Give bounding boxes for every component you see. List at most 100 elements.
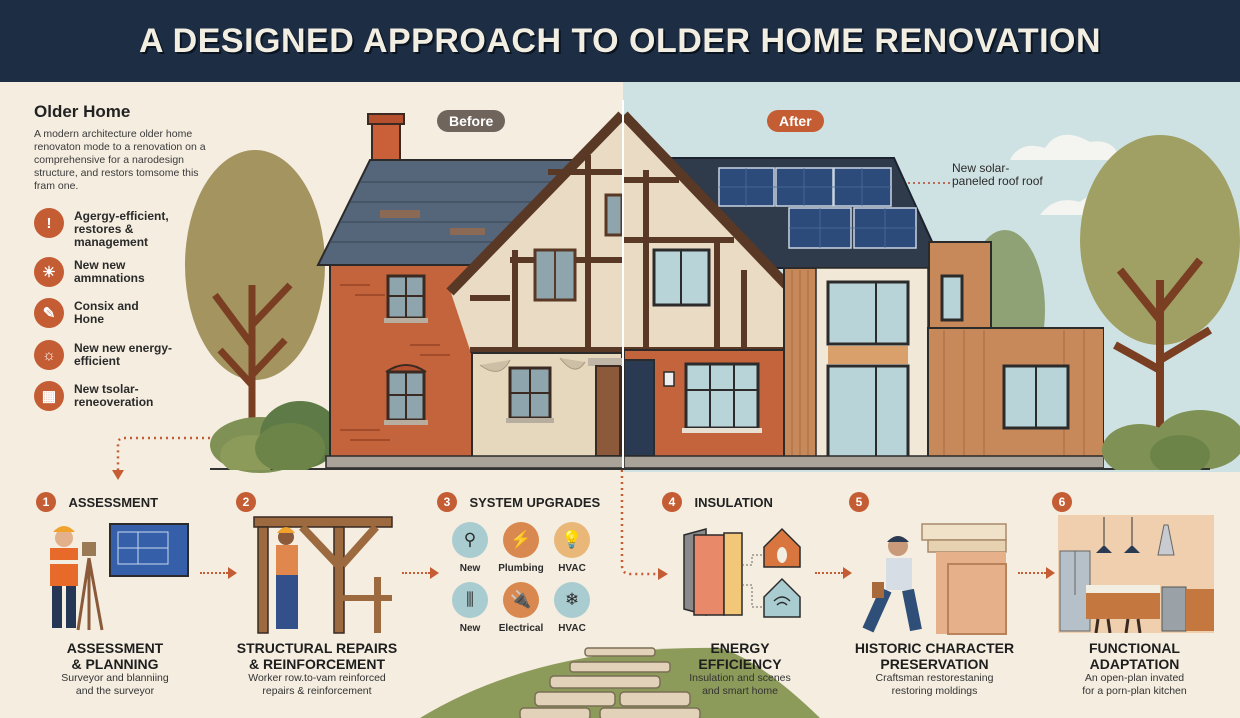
step-label: SYSTEM UPGRADES bbox=[469, 494, 601, 510]
feature-item: ! Agergy-efficient, restores & managemen… bbox=[34, 208, 184, 249]
flow-arrow bbox=[200, 567, 237, 579]
insulation-illustration bbox=[683, 527, 801, 618]
faucet-icon: ⚲ bbox=[452, 522, 488, 558]
step-title: STRUCTURAL REPAIRS bbox=[236, 640, 398, 656]
system-upgrade-label: HVAC bbox=[558, 623, 586, 634]
system-upgrade-label: New bbox=[459, 623, 481, 634]
system-upgrade-item: ❄ HVAC bbox=[554, 582, 590, 634]
step-4-caption: ENERGY EFFICIENCY Insulation and scenes … bbox=[680, 640, 800, 698]
step-5-heading: 5 bbox=[849, 492, 869, 512]
step-1-heading: 1 ASSESSMENT bbox=[36, 492, 158, 512]
feature-label: New new ammnations bbox=[74, 258, 145, 285]
ground-line bbox=[210, 468, 1210, 470]
surveyor-illustration bbox=[50, 523, 189, 631]
step-number-badge: 5 bbox=[849, 492, 869, 512]
step-description: for a porn-plan kitchen bbox=[1082, 685, 1187, 697]
step-2-heading: 2 bbox=[236, 492, 256, 512]
step-6-caption: FUNCTIONAL ADAPTATION An open-plan invat… bbox=[1052, 640, 1217, 698]
step-title: ADAPTATION bbox=[1089, 656, 1180, 672]
dotted-connector bbox=[112, 436, 240, 480]
system-upgrade-item: ⫼ New bbox=[452, 582, 488, 634]
after-badge: After bbox=[767, 110, 824, 132]
solar-roof-note: New solar-paneled roof roof bbox=[952, 161, 1043, 188]
step-description: repairs & reinforcement bbox=[262, 685, 372, 697]
step-description: Insulation and scenes bbox=[689, 672, 791, 684]
step-title: & PLANNING bbox=[71, 656, 159, 672]
feature-label: Consix and Hone bbox=[74, 299, 139, 326]
system-upgrade-item: 🔌 Electrical bbox=[499, 582, 543, 634]
page-title: A DESIGNED APPROACH TO OLDER HOME RENOVA… bbox=[138, 21, 1102, 60]
ac-unit-icon: ❄ bbox=[554, 582, 590, 618]
step-title: PRESERVATION bbox=[880, 656, 989, 672]
stone-path-illustration bbox=[420, 647, 820, 718]
step-title: FUNCTIONAL bbox=[1089, 640, 1180, 656]
flow-arrow bbox=[402, 567, 439, 579]
bush-illustration bbox=[1102, 424, 1210, 470]
step-description: and the surveyor bbox=[75, 685, 155, 697]
lightbulb-icon: 💡 bbox=[554, 522, 590, 558]
system-upgrade-label: New bbox=[459, 563, 481, 574]
before-after-divider bbox=[622, 100, 624, 472]
exclamation-icon: ! bbox=[34, 208, 64, 238]
lightning-icon: ⚡ bbox=[503, 522, 539, 558]
system-upgrade-label: HVAC bbox=[558, 563, 586, 574]
step-6-heading: 6 bbox=[1052, 492, 1072, 512]
kitchen-illustration bbox=[1058, 515, 1214, 633]
feature-item: ☀ New new ammnations bbox=[34, 257, 154, 287]
step-description: and smart home bbox=[702, 685, 778, 697]
step-label: ASSESSMENT bbox=[68, 494, 159, 510]
calculator-icon: ▦ bbox=[34, 381, 64, 411]
system-upgrade-item: 💡 HVAC bbox=[554, 522, 590, 574]
feature-item: ▦ New tsolar-reneoveration bbox=[34, 381, 174, 411]
bush-illustration bbox=[220, 423, 325, 470]
feature-item: ✎ Consix and Hone bbox=[34, 298, 154, 328]
after-house-illustration bbox=[624, 111, 1104, 469]
before-badge: Before bbox=[437, 110, 506, 132]
bulb-glow-icon: ☼ bbox=[34, 340, 64, 370]
step-number-badge: 1 bbox=[36, 492, 56, 512]
system-upgrade-item: ⚡ Plumbing bbox=[498, 522, 544, 574]
step-number-badge: 3 bbox=[437, 492, 457, 512]
carpenter-illustration bbox=[253, 516, 393, 634]
before-house-illustration bbox=[316, 111, 624, 469]
step-1-caption: ASSESSMENT & PLANNING Surveyor and blann… bbox=[40, 640, 190, 698]
intro-body: A modern architecture older home renovat… bbox=[34, 128, 206, 192]
intro-title: Older Home bbox=[34, 102, 131, 121]
dotted-connector bbox=[620, 470, 668, 580]
flow-arrow bbox=[1018, 567, 1055, 579]
solar-panels bbox=[718, 167, 917, 249]
tools-icon: ✎ bbox=[34, 298, 64, 328]
lightbulb-icon: ☀ bbox=[34, 257, 64, 287]
step-description: Surveyor and blanniing bbox=[61, 672, 169, 684]
flow-arrow bbox=[815, 567, 852, 579]
feature-label: Agergy-efficient, restores & management bbox=[74, 209, 169, 249]
plug-icon: 🔌 bbox=[503, 582, 539, 618]
step-description: An open-plan invated bbox=[1084, 672, 1185, 684]
step-title: ASSESSMENT bbox=[66, 640, 164, 656]
header-banner: A DESIGNED APPROACH TO OLDER HOME RENOVA… bbox=[0, 0, 1240, 82]
dotted-callout-line bbox=[908, 182, 952, 184]
system-upgrade-item: ⚲ New bbox=[452, 522, 488, 574]
step-5-caption: HISTORIC CHARACTER PRESERVATION Craftsma… bbox=[852, 640, 1017, 698]
step-4-heading: 4 INSULATION bbox=[662, 492, 773, 512]
step-title: EFFICIENCY bbox=[698, 656, 782, 672]
step-number-badge: 2 bbox=[236, 492, 256, 512]
step-label: INSULATION bbox=[694, 494, 773, 510]
step-title: & REINFORCEMENT bbox=[248, 656, 386, 672]
step-description: Worker row.to-vam reinforced bbox=[248, 672, 386, 684]
craftsman-illustration bbox=[862, 523, 1007, 635]
intro-panel: Older Home A modern architecture older h… bbox=[34, 102, 214, 193]
step-title: ENERGY bbox=[710, 640, 770, 656]
pipes-icon: ⫼ bbox=[452, 582, 488, 618]
step-description: restoring moldings bbox=[891, 685, 978, 697]
step-3-heading: 3 SYSTEM UPGRADES bbox=[437, 492, 600, 512]
system-upgrade-label: Plumbing bbox=[498, 563, 544, 574]
step-number-badge: 4 bbox=[662, 492, 682, 512]
step-description: Craftsman restorestaning bbox=[875, 672, 994, 684]
feature-item: ☼ New new energy-efficient bbox=[34, 340, 184, 370]
step-number-badge: 6 bbox=[1052, 492, 1072, 512]
feature-label: New new energy-efficient bbox=[74, 341, 173, 368]
feature-label: New tsolar-reneoveration bbox=[74, 382, 154, 409]
step-title: HISTORIC CHARACTER bbox=[854, 640, 1015, 656]
